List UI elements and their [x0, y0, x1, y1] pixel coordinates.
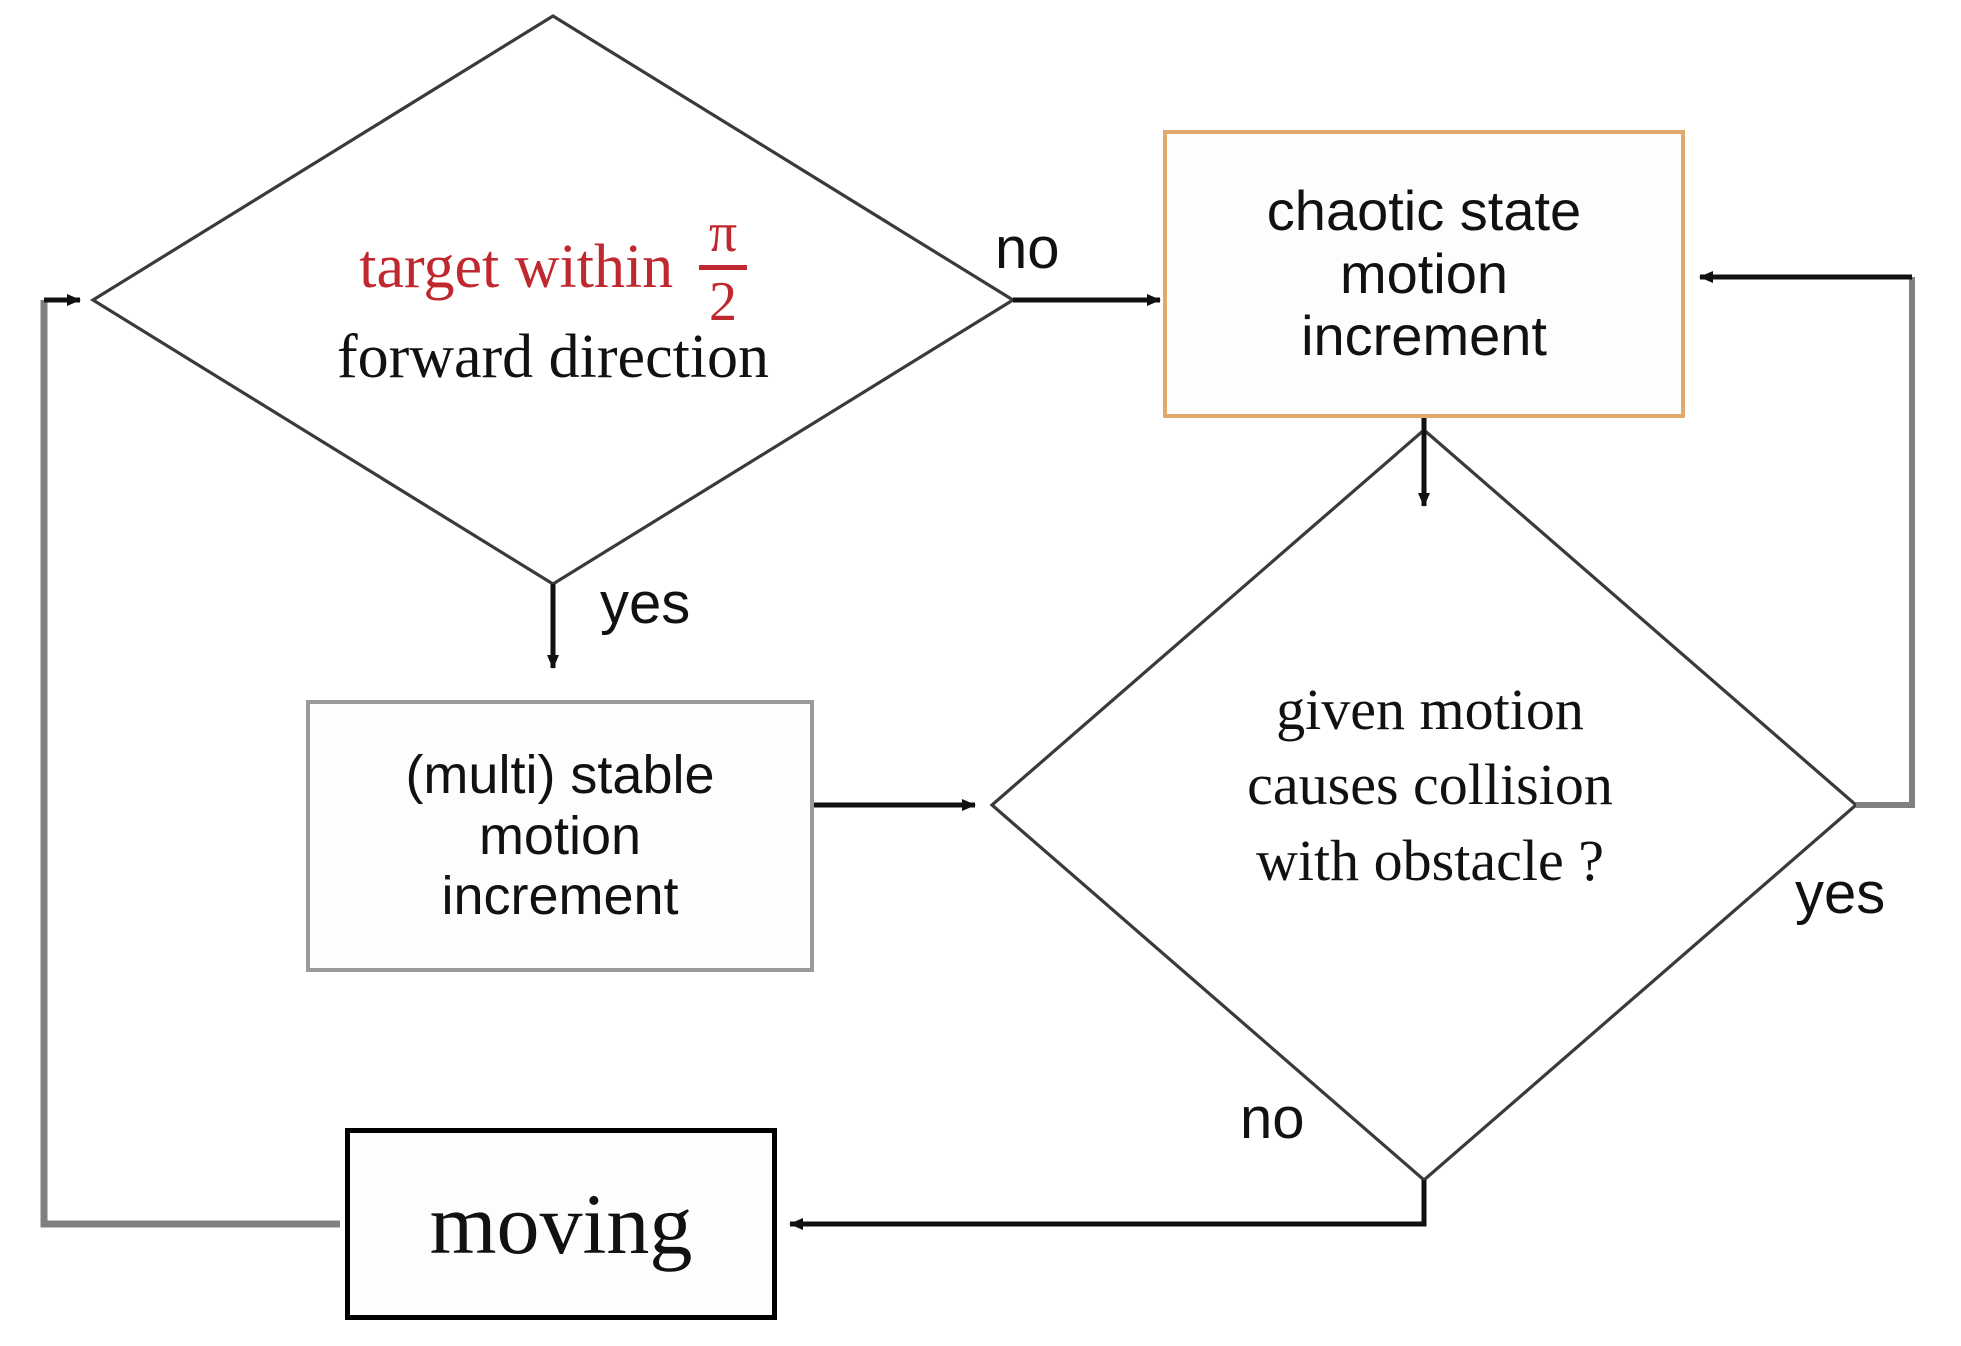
chaotic-line-1: chaotic state [1266, 178, 1582, 242]
edge-label-target-no: no [995, 216, 1060, 281]
fraction-denominator: 2 [708, 271, 737, 333]
pi-over-two-fraction: π 2 [699, 205, 747, 330]
decision-target-line1: target within [359, 232, 674, 301]
chaotic-line-2: motion [1339, 241, 1509, 305]
edge-label-collision-no: no [1240, 1086, 1305, 1151]
edge-collision-no [789, 1180, 1427, 1230]
edge-label-collision-yes: yes [1795, 861, 1886, 926]
stable-line-2: motion [478, 805, 642, 866]
moving-label: moving [429, 1176, 693, 1272]
stable-line-3: increment [441, 866, 679, 927]
decision-collision-text: given motion causes collision with obsta… [1130, 672, 1730, 898]
collision-line-3: with obstacle ? [1256, 827, 1604, 893]
edge-label-target-yes: yes [600, 571, 691, 636]
stable-line-1: (multi) stable [405, 745, 715, 806]
edge-moving-feedback [40, 300, 340, 1228]
fraction-numerator: π [708, 202, 738, 264]
collision-line-1: given motion [1276, 677, 1584, 742]
edge-collision-yes [1856, 277, 1915, 808]
chaotic-line-3: increment [1301, 304, 1547, 368]
node-moving-box[interactable]: moving [345, 1128, 777, 1320]
decision-target-line2: forward direction [336, 323, 770, 391]
fraction-bar [699, 265, 747, 270]
node-stable-motion-box[interactable]: (multi) stable motion increment [306, 700, 814, 972]
collision-line-2: causes collision [1247, 752, 1613, 818]
decision-target-text: target within π 2 forward direction [183, 205, 923, 389]
node-chaotic-state-box[interactable]: chaotic state motion increment [1163, 130, 1685, 418]
